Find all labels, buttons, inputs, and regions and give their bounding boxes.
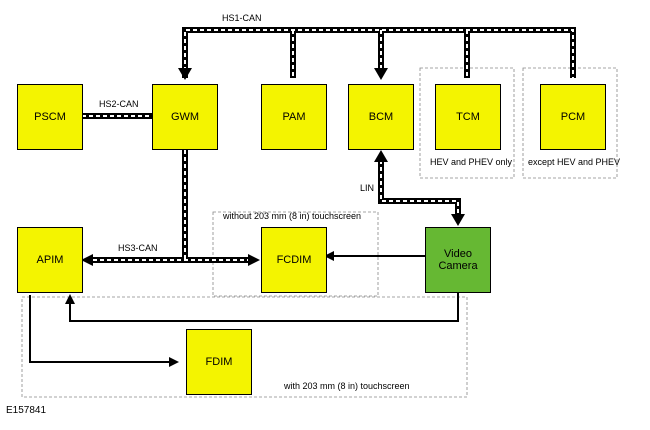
hs1-can-label: HS1-CAN xyxy=(222,13,262,23)
bcm-module: BCM xyxy=(348,84,414,150)
video-camera-module: Video Camera xyxy=(425,227,491,293)
lin-bus xyxy=(374,150,465,226)
hs3-can-label: HS3-CAN xyxy=(118,243,158,253)
without-screen-note: without 203 mm (8 in) touchscreen xyxy=(223,211,362,221)
gwm-module: GWM xyxy=(152,84,218,150)
fcdim-module: FCDIM xyxy=(261,227,327,293)
camera-to-apim-line xyxy=(65,293,459,322)
apim-to-fdim-line xyxy=(29,295,179,367)
with-screen-note: with 203 mm (8 in) touchscreen xyxy=(284,381,410,391)
without-screen-frame xyxy=(212,211,379,297)
hs2-can-label: HS2-CAN xyxy=(99,99,139,109)
tcm-module: TCM xyxy=(435,84,501,150)
hs1-can-bus xyxy=(178,27,576,80)
pcm-condition-note: except HEV and PHEV xyxy=(528,157,621,167)
pscm-module: PSCM xyxy=(17,84,83,150)
tcm-condition-note: HEV and PHEV only xyxy=(430,157,513,167)
hs3-can-bus xyxy=(81,150,260,266)
lin-label: LIN xyxy=(360,183,375,193)
apim-module: APIM xyxy=(17,227,83,293)
pcm-module: PCM xyxy=(540,84,606,150)
fdim-module: FDIM xyxy=(186,329,252,395)
with-screen-frame xyxy=(21,296,468,398)
figure-id: E157841 xyxy=(6,405,47,416)
pam-module: PAM xyxy=(261,84,327,150)
